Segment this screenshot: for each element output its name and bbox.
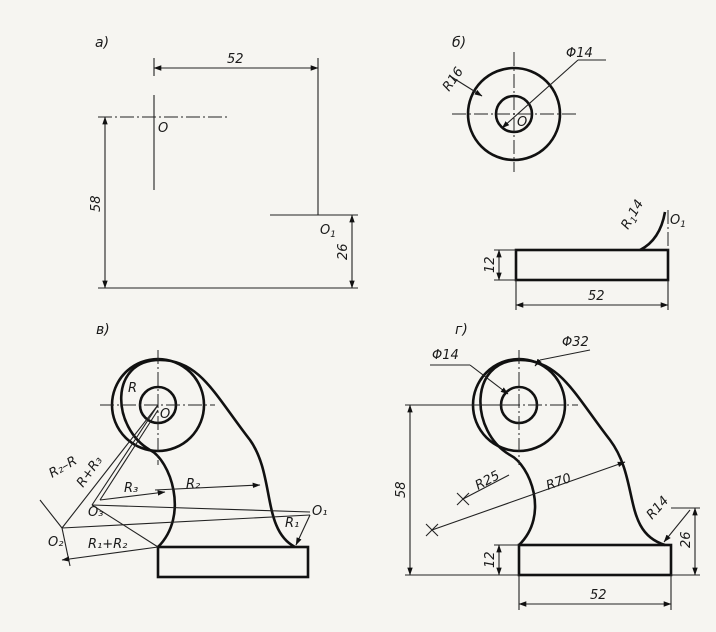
g-12-text: 12	[483, 551, 498, 568]
v-r2-minus-r-text: R₂–R	[47, 454, 80, 482]
g-r70-text: R70	[544, 471, 573, 494]
g-d32-text: Φ32	[562, 335, 589, 350]
base-g	[517, 543, 673, 577]
panel-a-label: а)	[95, 35, 109, 51]
v-o3-text: O₃	[88, 505, 103, 520]
v-r1-text: R₁	[285, 516, 299, 531]
v-r-text: R	[128, 381, 137, 396]
panel-v: в) R O R₂ R₃ R₂–R R+R₃ O₃ R₁ O₁	[39, 322, 327, 579]
g-58-text: 58	[394, 481, 409, 498]
dim-12-text: 12	[483, 256, 498, 273]
panel-a: а) 52 O 58 O1 26	[89, 35, 358, 289]
panel-g: г) Φ14 Φ32 58 R25 R70 R14	[394, 322, 700, 610]
r16-text: R16	[440, 65, 467, 95]
v-r2-text: R₂	[186, 477, 200, 492]
g-d14-text: Φ14	[432, 348, 459, 363]
g-52-text: 52	[590, 588, 607, 603]
base-v	[156, 545, 310, 579]
r1-arc	[639, 211, 667, 252]
d14-text: Φ14	[566, 46, 593, 61]
v-r3-text: R₃	[124, 481, 138, 496]
v-o1-text: O₁	[312, 504, 327, 519]
v-o-text: O	[160, 407, 170, 422]
base-rectangle	[514, 248, 670, 282]
dim-52-text: 52	[227, 52, 244, 67]
o1-text: O1	[670, 213, 686, 230]
panel-b: б) R16 Φ14 O R114 O1 12 52	[440, 35, 686, 310]
g-26-text: 26	[679, 531, 694, 548]
center-o-text: O	[517, 115, 527, 130]
panel-g-label: г)	[455, 322, 468, 338]
v-r1-plus-r2-text: R₁+R₂	[88, 537, 127, 552]
r1-14-text: R114	[618, 197, 648, 233]
dim-26-text: 26	[336, 243, 351, 260]
v-o2-text: O₂	[48, 535, 63, 550]
dim-58-text: 58	[89, 195, 104, 212]
panel-v-label: в)	[96, 322, 110, 338]
g-r25-text: R25	[473, 468, 503, 493]
v-r-plus-r3-text: R+R₃	[74, 454, 106, 491]
dim-52-b-text: 52	[588, 289, 605, 304]
outer-circle-r16	[466, 66, 562, 162]
point-o1-label: O1	[320, 223, 336, 240]
point-o-label: O	[158, 121, 168, 136]
panel-b-label: б)	[452, 35, 466, 51]
g-r14-text: R14	[644, 494, 672, 523]
